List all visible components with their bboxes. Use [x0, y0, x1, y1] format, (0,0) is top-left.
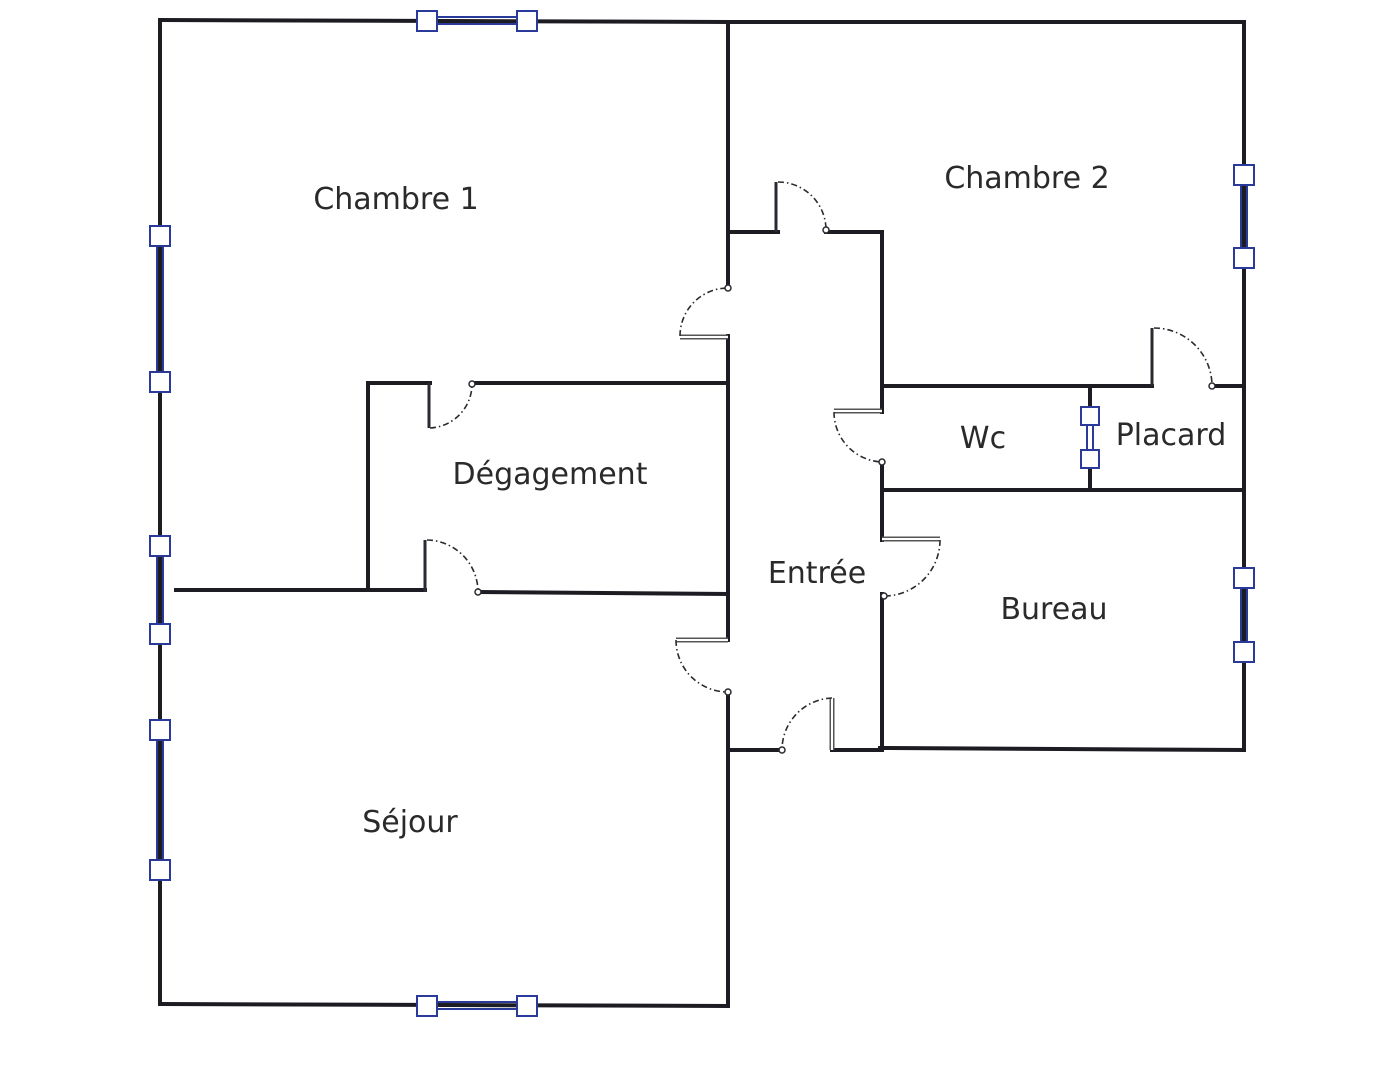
opening-wc-placard [1080, 406, 1100, 469]
label-entree: Entrée [768, 556, 866, 591]
interior-walls [174, 20, 1246, 752]
label-placard: Placard [1116, 418, 1227, 453]
windows [149, 10, 1255, 1017]
doors [423, 181, 1216, 754]
window-right-chambre-2 [1233, 164, 1255, 269]
window-left-sejour [149, 719, 171, 881]
door-chambre-2 [774, 181, 830, 234]
label-degagement: Dégagement [453, 457, 648, 492]
door-placard [1150, 327, 1216, 390]
label-wc: Wc [960, 421, 1006, 456]
window-left-chambre-1 [149, 225, 171, 393]
window-left-middle [149, 535, 171, 645]
label-chambre-2: Chambre 2 [944, 161, 1109, 196]
room-labels: Chambre 1 Chambre 2 Dégagement Wc Placar… [313, 161, 1226, 840]
window-right-bureau [1233, 567, 1255, 663]
door-bureau [880, 536, 941, 600]
door-sejour [675, 637, 732, 696]
door-wc [833, 408, 886, 466]
door-chambre-1 [679, 284, 732, 340]
window-bottom-sejour [416, 995, 538, 1017]
door-degagement-bottom [423, 539, 482, 596]
label-chambre-1: Chambre 1 [313, 182, 478, 217]
door-front-entrance [778, 697, 835, 754]
window-top-chambre-1 [416, 10, 538, 32]
label-bureau: Bureau [1000, 592, 1107, 627]
door-degagement-top [427, 380, 476, 429]
label-sejour: Séjour [362, 805, 458, 840]
